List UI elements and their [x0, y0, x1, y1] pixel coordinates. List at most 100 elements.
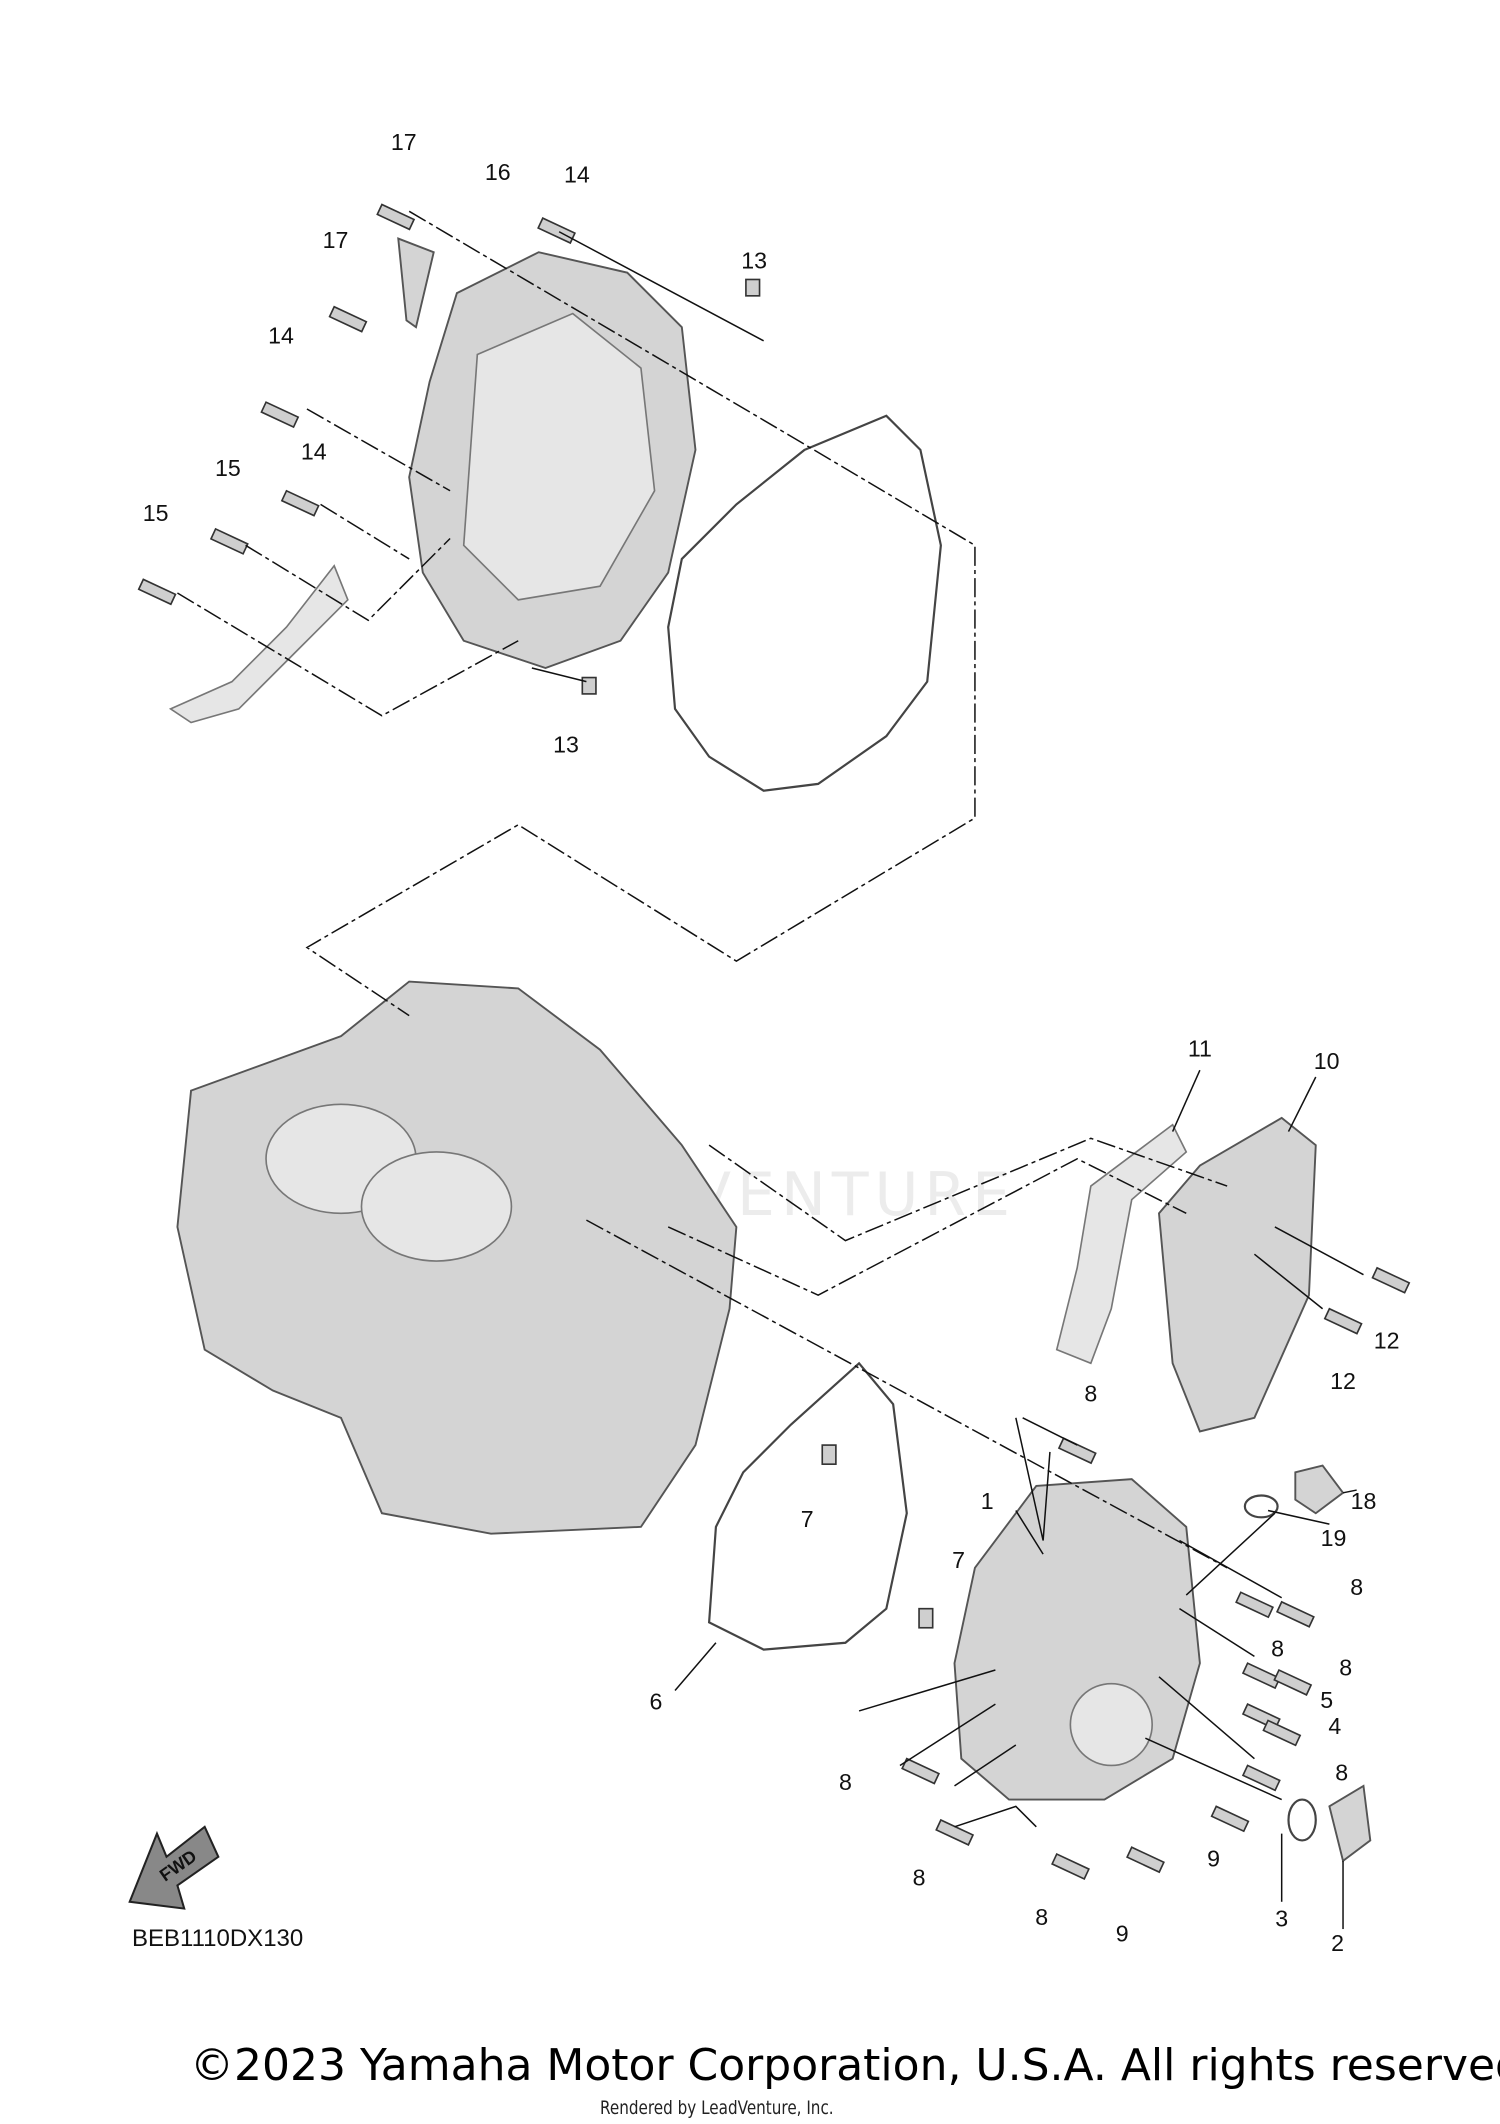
leader-line [899, 1703, 996, 1767]
crankcase-block [176, 980, 738, 1535]
plug-2 [1328, 1784, 1372, 1863]
dowel-7 [821, 1444, 837, 1465]
callout-8: 8 [1035, 1904, 1048, 1930]
bolt [1235, 1591, 1274, 1619]
callout-8: 8 [1339, 1654, 1352, 1680]
gasket-6 [707, 1361, 908, 1651]
leader-lines [177, 210, 1364, 1930]
upper-crankcase-cover [408, 251, 697, 670]
leader-line [245, 537, 451, 622]
bolt [1051, 1852, 1090, 1881]
callout-8: 8 [839, 1769, 852, 1795]
rendered-by-note: Rendered by LeadVenture, Inc. [600, 2097, 834, 2119]
callout-2: 2 [1331, 1930, 1344, 1956]
leader-line [177, 592, 519, 717]
fwd-arrow: FWD [128, 1825, 220, 1910]
callout-9: 9 [1116, 1920, 1129, 1946]
o-ring-19 [1243, 1494, 1279, 1519]
bolt [209, 527, 249, 555]
callout-8: 8 [913, 1864, 926, 1890]
callout-10: 10 [1314, 1048, 1340, 1074]
callout-12: 12 [1330, 1368, 1356, 1394]
bolts [137, 203, 1411, 1881]
leader-line [558, 231, 764, 342]
bolt [260, 401, 300, 429]
callout-15: 15 [215, 455, 241, 481]
callout-8: 8 [1271, 1635, 1284, 1661]
dowel-13 [581, 676, 597, 695]
callout-5: 5 [1320, 1687, 1333, 1713]
leader-line [708, 1137, 1228, 1242]
bolt [1057, 1437, 1097, 1465]
bracket-left [168, 564, 349, 724]
callout-7: 7 [952, 1547, 965, 1573]
bolt [328, 305, 368, 333]
bolt [137, 578, 177, 606]
leader-line [954, 1744, 1017, 1787]
leader-line [954, 1805, 1037, 1828]
callout-7: 7 [801, 1506, 814, 1532]
callout-13: 13 [553, 732, 579, 758]
bolt [1241, 1764, 1281, 1792]
leader-line [1158, 1676, 1255, 1760]
bolt [935, 1818, 975, 1846]
leader-line [305, 210, 976, 1017]
leader-line [586, 1219, 1228, 1569]
leader-line [1015, 1417, 1051, 1541]
leader-line [858, 1669, 996, 1712]
bolt [1210, 1805, 1250, 1833]
bracket-11 [1055, 1123, 1188, 1365]
bolt [1275, 1600, 1315, 1628]
cap-18 [1294, 1464, 1345, 1515]
bolt [376, 203, 416, 231]
leader-line [1267, 1509, 1330, 1525]
leader-line [667, 1157, 1187, 1296]
leader-line [1171, 1069, 1201, 1132]
callout-4: 4 [1328, 1713, 1341, 1739]
callout-11: 11 [1188, 1036, 1212, 1062]
leader-line [320, 503, 410, 560]
callout-13: 13 [741, 248, 767, 274]
leader-line [1145, 1737, 1282, 1801]
gasket-upper [667, 414, 942, 792]
leader-line [1287, 1076, 1317, 1132]
bolt [901, 1757, 940, 1785]
o-ring-3 [1287, 1798, 1317, 1842]
leader-line [1015, 1510, 1044, 1555]
generator-cover-1 [953, 1478, 1201, 1801]
leader-line [674, 1642, 717, 1691]
callout-8: 8 [1350, 1574, 1363, 1600]
dowel-13 [745, 278, 761, 297]
callout-14: 14 [268, 323, 294, 349]
bolt [280, 489, 320, 517]
bolt [1126, 1846, 1165, 1874]
callout-9: 9 [1207, 1845, 1220, 1871]
callout-17: 17 [391, 129, 417, 155]
leader-line [306, 408, 451, 492]
callout-19: 19 [1321, 1525, 1347, 1551]
bolt [1273, 1668, 1313, 1696]
bracket-16 [397, 237, 435, 329]
leader-line [1179, 1608, 1255, 1658]
callout-8: 8 [1084, 1380, 1097, 1406]
leader-line [1342, 1489, 1357, 1494]
copyright-notice: ©2023 Yamaha Motor Corporation, U.S.A. A… [190, 2040, 1500, 2091]
bolt [1323, 1307, 1363, 1335]
callout-12: 12 [1374, 1327, 1400, 1353]
callout-16: 16 [485, 159, 511, 185]
callout-17: 17 [323, 227, 349, 253]
leader-line [1185, 1512, 1276, 1596]
callout-14: 14 [564, 162, 590, 188]
diagram-code: BEB1110DX130 [132, 1925, 304, 1952]
callout-18: 18 [1351, 1488, 1377, 1514]
bolt [1371, 1266, 1411, 1294]
cover-10 [1157, 1116, 1317, 1433]
bolt [537, 217, 576, 245]
leader-line [1179, 1539, 1283, 1599]
leader-line [1274, 1226, 1364, 1276]
dowel-7 [918, 1607, 934, 1629]
bolt [1262, 1719, 1302, 1747]
